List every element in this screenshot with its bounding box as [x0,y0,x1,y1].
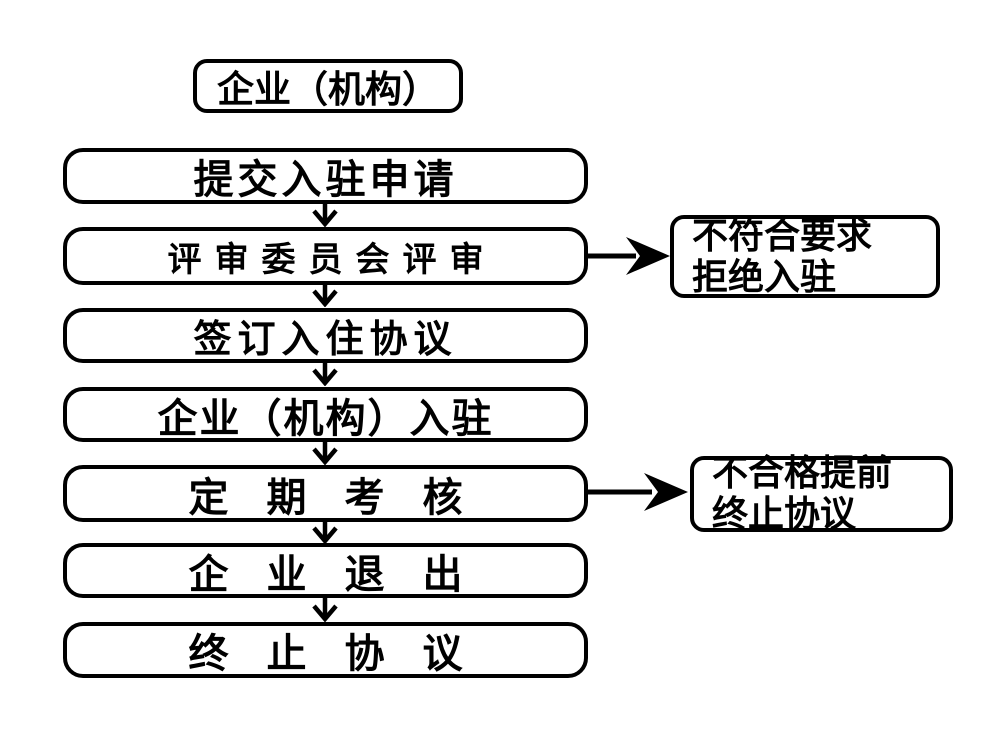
box-enterprise-org: 企业（机构） [193,59,463,113]
arrow-down-2 [312,282,338,307]
box-enterprise-entry-label: 企业（机构）入驻 [157,394,494,442]
arrow-down-3 [312,361,338,386]
box-sign-agreement-label: 签订入住协议 [193,316,458,361]
box-early-termination-label: 不合格提前 终止协议 [712,453,892,535]
box-early-termination-line2: 终止协议 [712,493,857,535]
box-periodic-assessment-label: 定期考核 [188,473,501,521]
arrow-down-5 [312,519,338,544]
box-committee-review-label: 评审委员会评审 [167,239,497,280]
box-periodic-assessment: 定期考核 [63,465,588,522]
box-enterprise-org-label: 企业（机构） [217,67,439,111]
box-terminate-agreement-label: 终止协议 [188,630,501,677]
arrow-down-6 [312,597,338,622]
box-reject-entry-label: 不符合要求 拒绝入驻 [692,214,873,298]
arrow-down-1 [312,202,338,227]
box-sign-agreement: 签订入住协议 [63,308,588,363]
box-early-termination: 不合格提前 终止协议 [690,453,953,535]
box-submit-application: 提交入驻申请 [63,148,588,204]
arrow-right-reject [586,237,670,275]
box-enterprise-entry: 企业（机构）入驻 [63,387,588,442]
arrow-right-terminate [586,473,688,511]
box-reject-entry-line1: 不符合要求 [692,214,873,257]
arrow-down-4 [312,440,338,465]
box-enterprise-exit-label: 企业退出 [188,550,501,598]
box-reject-entry-line2: 拒绝入驻 [692,255,837,298]
box-early-termination-line1: 不合格提前 [712,452,893,494]
box-reject-entry: 不符合要求 拒绝入驻 [670,215,940,298]
box-terminate-agreement: 终止协议 [63,622,588,678]
box-committee-review: 评审委员会评审 [63,227,588,285]
box-enterprise-exit: 企业退出 [63,543,588,598]
box-submit-application-label: 提交入驻申请 [193,156,458,203]
